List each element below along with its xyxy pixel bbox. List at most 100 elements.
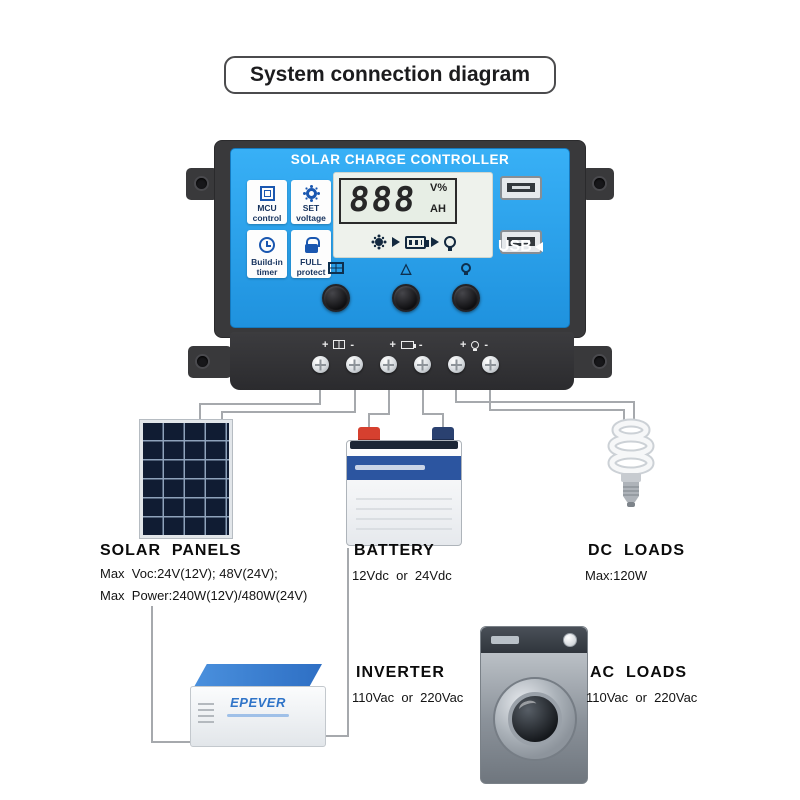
washer-control-panel: [481, 627, 587, 653]
battery-spec: 12Vdc or 24Vdc: [352, 568, 452, 583]
screw-hole-icon: [197, 356, 208, 367]
battery-terminal-blue: [432, 427, 454, 442]
gear-icon: [305, 187, 317, 199]
inverter-title: INVERTER: [356, 664, 445, 681]
battery-terminal-red: [358, 427, 380, 442]
wire-solar-1: [199, 390, 321, 421]
minus-sign: -: [350, 338, 355, 351]
sun-icon: [374, 238, 383, 246]
plus-sign: +: [459, 338, 467, 351]
mounting-ear-bottom-left: [188, 346, 232, 378]
battery-label-band: [347, 456, 461, 480]
controller-terminal-strip: [230, 332, 574, 390]
solar-panels-spec-2: Max Power:240W(12V)/480W(24V): [100, 588, 308, 603]
dc-loads-spec: Max:120W: [585, 568, 648, 583]
load-status-icon: [452, 260, 480, 276]
solar-panels-title: SOLAR PANELS: [100, 542, 242, 559]
terminal-group-solar: + -: [302, 338, 374, 351]
controller-header: SOLAR CHARGE CONTROLLER: [290, 152, 510, 167]
feature-set-voltage: SET voltage: [291, 180, 331, 224]
battery-top-ledge: [350, 441, 458, 449]
diagram-title: System connection diagram: [249, 63, 531, 86]
wire-battery-inverter: [326, 548, 349, 737]
inverter-top-panel: [194, 664, 322, 687]
feature-label: FULL protect: [296, 257, 326, 278]
cfl-bulb-image: [607, 418, 655, 507]
inverter-brand-logo: EPEVER: [230, 695, 286, 710]
wire-bottom-left: [151, 606, 192, 743]
plus-sign: +: [389, 338, 396, 351]
battery-terminal-icon: [400, 340, 416, 349]
chip-icon: [259, 185, 275, 201]
battery-icon: [404, 235, 429, 249]
screw-hole-icon: [594, 356, 605, 367]
wire-load-1: [455, 390, 635, 421]
solar-panels-spec-1: Max Voc:24V(12V); 48V(24V);: [100, 566, 278, 581]
terminal-screw: [346, 356, 363, 373]
minus-sign: -: [484, 338, 489, 351]
warning-triangle-icon: △: [400, 260, 412, 276]
battery-title: BATTERY: [354, 542, 435, 559]
inverter-vents: [198, 699, 214, 727]
feature-label: Build-in timer: [251, 257, 283, 277]
dc-loads-title: DC LOADS: [588, 542, 685, 559]
terminal-screw: [482, 356, 499, 373]
screw-hole-icon: [594, 178, 605, 189]
inverter-spec: 110Vac or 220Vac: [352, 690, 464, 705]
solar-terminal-icon: [333, 340, 346, 349]
minus-sign: -: [418, 338, 423, 351]
controller-button-left: [322, 284, 350, 312]
inverter-image: EPEVER: [190, 686, 326, 747]
terminal-group-load: + -: [438, 338, 510, 351]
bulb-icon: [443, 236, 456, 251]
solar-panel-image: [140, 420, 232, 538]
lcd-unit-volt-percent: V%: [430, 182, 448, 194]
plus-sign: +: [321, 338, 329, 351]
screw-hole-icon: [196, 178, 207, 189]
usb-label: USB: [498, 238, 558, 256]
mounting-ear-bottom-right: [568, 346, 612, 378]
battery-texture: [356, 496, 452, 530]
usb-port-1: [500, 176, 542, 200]
washer-knob-icon: [563, 633, 577, 647]
wire-battery-2: [422, 390, 444, 428]
terminal-screw: [312, 356, 329, 373]
solar-panel-status-icon: [322, 260, 350, 276]
warning-status-icon: △: [392, 260, 420, 276]
ac-loads-title: AC LOADS: [590, 664, 687, 681]
lcd-flow-icons: [337, 230, 489, 254]
terminal-screw: [448, 356, 465, 373]
lock-icon: [304, 237, 320, 254]
clock-icon: [259, 237, 275, 253]
feature-label: SET voltage: [296, 203, 326, 224]
load-bulb-icon: [461, 263, 471, 275]
load-terminal-icon: [471, 340, 480, 351]
wire-load-2: [489, 390, 625, 421]
terminal-screw: [380, 356, 397, 373]
arrow-right-icon: [391, 237, 400, 247]
washer-door: [493, 677, 577, 761]
arrow-right-icon: [430, 237, 439, 247]
feature-label: MCU control: [252, 203, 282, 224]
lcd-digit-window: [339, 178, 457, 224]
inverter-model-line: [227, 714, 289, 717]
ac-loads-spec: 110Vac or 220Vac: [586, 690, 698, 705]
washing-machine-image: [480, 626, 588, 784]
lcd-digits: 888: [346, 180, 419, 220]
diagram-title-box: System connection diagram: [224, 56, 556, 94]
wire-solar-2: [221, 390, 356, 421]
solar-panel-icon: [328, 262, 344, 274]
washer-door-glass: [508, 692, 562, 746]
terminal-group-battery: + -: [370, 338, 442, 351]
feature-mcu-control: MCU control: [247, 180, 287, 224]
terminal-screw: [414, 356, 431, 373]
usb-text: USB: [498, 238, 532, 255]
feature-built-in-timer: Build-in timer: [247, 230, 287, 278]
controller-button-middle: [392, 284, 420, 312]
controller-button-right: [452, 284, 480, 312]
lcd-unit-amp-hour: AH: [430, 203, 446, 215]
feature-full-protect: FULL protect: [291, 230, 331, 278]
wire-battery-1: [368, 390, 390, 428]
